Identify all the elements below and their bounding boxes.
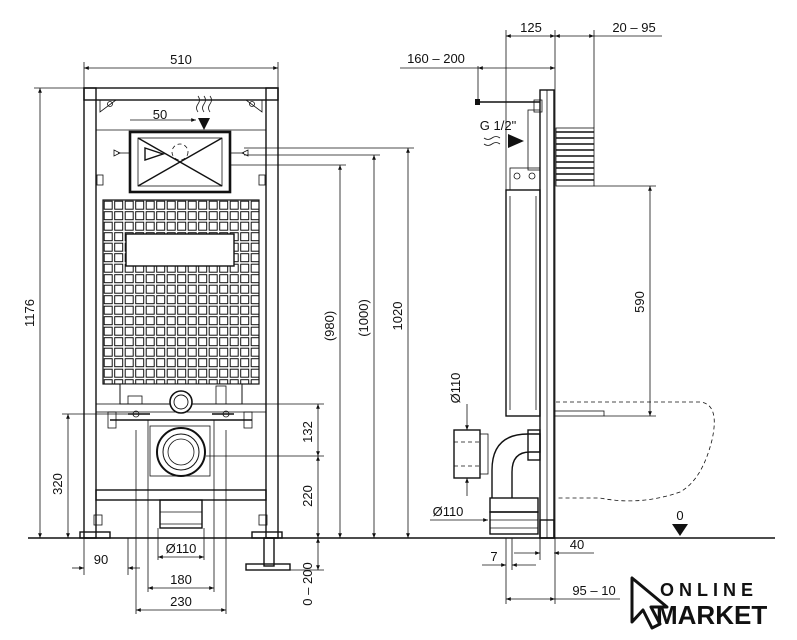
floor-zero-label: 0 [676, 508, 683, 523]
dim-height-980: (980) [322, 311, 337, 341]
online-market-logo: ONLINE MARKET [630, 576, 767, 630]
dim-diameter-110-bottom: Ø110 [433, 504, 464, 519]
dim-diameter-110-top: Ø110 [448, 373, 463, 404]
toilet-bowl-outline [556, 401, 715, 502]
toilet-connector [453, 429, 489, 479]
side-view: 125 20 – 95 160 – 200 G 1/2" 590 Ø110 Ø1… [400, 20, 715, 604]
dim-width-95-10: 95 – 10 [572, 583, 615, 598]
dim-width-180: 180 [170, 572, 192, 587]
frame [79, 87, 291, 571]
flush-plate [113, 95, 249, 194]
front-dimensions [34, 62, 414, 614]
flush-plate-side [555, 127, 595, 187]
side-dimensions [400, 30, 662, 604]
mounting-bolts [107, 385, 253, 429]
water-inlet-label: G 1/2" [480, 118, 517, 133]
dim-width-230: 230 [170, 594, 192, 609]
dim-height-220: 220 [300, 485, 315, 507]
logo-line1: ONLINE [660, 580, 758, 600]
cursor-icon [630, 576, 669, 630]
dim-height-320: 320 [50, 473, 65, 495]
dim-height-1176: 1176 [22, 299, 37, 327]
water-inlet [475, 99, 540, 148]
cistern [102, 199, 260, 414]
logo-line2: MARKET [656, 600, 767, 630]
dim-width-40: 40 [570, 537, 584, 552]
dim-height-1020: 1020 [390, 302, 405, 331]
side-frame [505, 89, 555, 539]
front-view: 510 50 1176 (980) (1000) 1020 320 132 22… [22, 52, 775, 614]
dim-width-7: 7 [490, 549, 497, 564]
drain-bend [489, 429, 541, 535]
drain-outlet [149, 425, 211, 529]
dim-diameter-110: Ø110 [166, 541, 197, 556]
dim-width-90: 90 [94, 552, 108, 567]
dim-height-1000: (1000) [356, 299, 371, 337]
dim-height-590: 590 [632, 291, 647, 313]
dim-height-132: 132 [300, 421, 315, 443]
dim-flush-offset-50: 50 [153, 107, 167, 122]
dim-width-510: 510 [170, 52, 192, 67]
toilet-bolt [553, 410, 605, 417]
dim-depth-125: 125 [520, 20, 542, 35]
floor-zero-marker [672, 524, 688, 536]
dim-floor-0-200: 0 – 200 [300, 562, 315, 605]
dim-depth-20-95: 20 – 95 [612, 20, 655, 35]
dim-depth-160-200: 160 – 200 [407, 51, 465, 66]
